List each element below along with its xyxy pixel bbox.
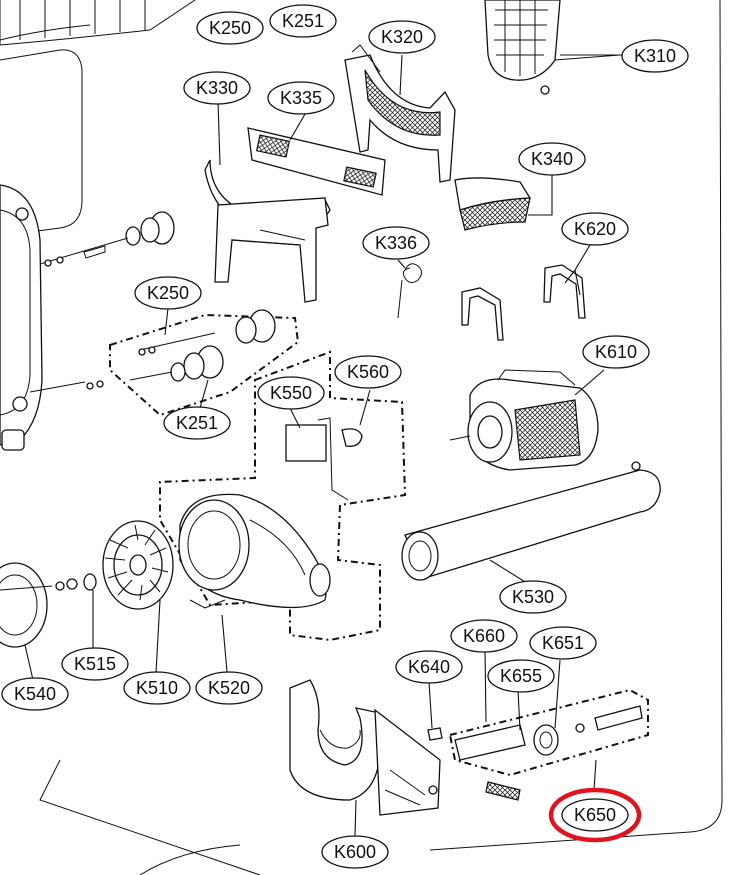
- callout-k640: K640: [395, 650, 463, 684]
- callout-k251-top: K251: [269, 4, 337, 38]
- callout-k620-label: K620: [574, 219, 616, 239]
- callout-k515-label: K515: [74, 654, 116, 674]
- callout-k340-label: K340: [531, 149, 573, 169]
- callout-k250-mid-label: K250: [147, 283, 189, 303]
- callout-k650: K650: [561, 798, 629, 832]
- callout-k520-label: K520: [208, 678, 250, 698]
- callout-k540: K540: [1, 677, 69, 711]
- callout-k340: K340: [518, 142, 586, 176]
- callout-k310-label: K310: [634, 46, 676, 66]
- callout-k520: K520: [195, 671, 263, 705]
- callout-k250-top: K250: [196, 11, 264, 45]
- callout-k335-label: K335: [280, 88, 322, 108]
- callout-k530-label: K530: [512, 587, 554, 607]
- callout-k600: K600: [321, 835, 389, 869]
- callout-k251-mid-label: K251: [176, 413, 218, 433]
- callout-k651-label: K651: [542, 633, 584, 653]
- drum-part: [0, 0, 196, 451]
- callout-k610: K610: [582, 335, 650, 369]
- callout-k620: K620: [561, 212, 629, 246]
- callout-k655-label: K655: [500, 666, 542, 686]
- idler-bracket-part: [427, 688, 649, 801]
- leader-lines: [24, 54, 622, 837]
- switch-block-part: [159, 350, 407, 642]
- callout-k530: K530: [499, 580, 567, 614]
- exhaust-grille-part: [344, 44, 456, 183]
- callout-k510: K510: [123, 671, 191, 705]
- callout-k550-label: K550: [270, 383, 312, 403]
- lint-cover-part: [247, 127, 386, 196]
- callout-k510-label: K510: [136, 678, 178, 698]
- blower-housing-part: [178, 493, 331, 609]
- callout-k600-label: K600: [334, 842, 376, 862]
- callout-k515: K515: [61, 647, 129, 681]
- callout-k330-label: K330: [196, 78, 238, 98]
- front-seal-part: [0, 562, 97, 648]
- duct-tube-part: [401, 461, 661, 581]
- drum-roller-upper: [39, 211, 175, 267]
- callout-k320: K320: [368, 20, 436, 54]
- callout-k560-label: K560: [347, 362, 389, 382]
- callout-k330: K330: [183, 71, 251, 105]
- callout-k610-label: K610: [595, 342, 637, 362]
- callout-k560: K560: [334, 355, 402, 389]
- spring-part: [397, 263, 422, 319]
- callout-k251-top-label: K251: [282, 11, 324, 31]
- idler-assembly-part: [29, 309, 300, 417]
- callout-k540-label: K540: [14, 684, 56, 704]
- blower-fan-part: [102, 520, 174, 610]
- lint-screen-part: [454, 177, 532, 231]
- callout-k251-mid: K251: [163, 406, 231, 440]
- rear-bracket-part: [204, 159, 331, 303]
- motor-clamp-part: [461, 264, 586, 341]
- highlight-ring: [548, 787, 642, 843]
- callout-k310: K310: [621, 39, 689, 73]
- callout-k335: K335: [267, 81, 335, 115]
- callout-k660: K660: [450, 619, 518, 653]
- callout-k650-label: K650: [574, 805, 616, 825]
- callout-k250-mid: K250: [134, 276, 202, 310]
- callout-k651: K651: [529, 626, 597, 660]
- motor-part: [449, 369, 599, 471]
- callout-k640-label: K640: [408, 657, 450, 677]
- callout-k655: K655: [487, 659, 555, 693]
- callout-k250-top-label: K250: [209, 18, 251, 38]
- callout-k660-label: K660: [463, 626, 505, 646]
- callout-k336: K336: [362, 226, 430, 260]
- lamp-cage-part: [484, 0, 621, 95]
- callout-k320-label: K320: [381, 27, 423, 47]
- callout-k550: K550: [257, 376, 325, 410]
- motor-mount-part: [289, 679, 441, 816]
- callout-k336-label: K336: [375, 233, 417, 253]
